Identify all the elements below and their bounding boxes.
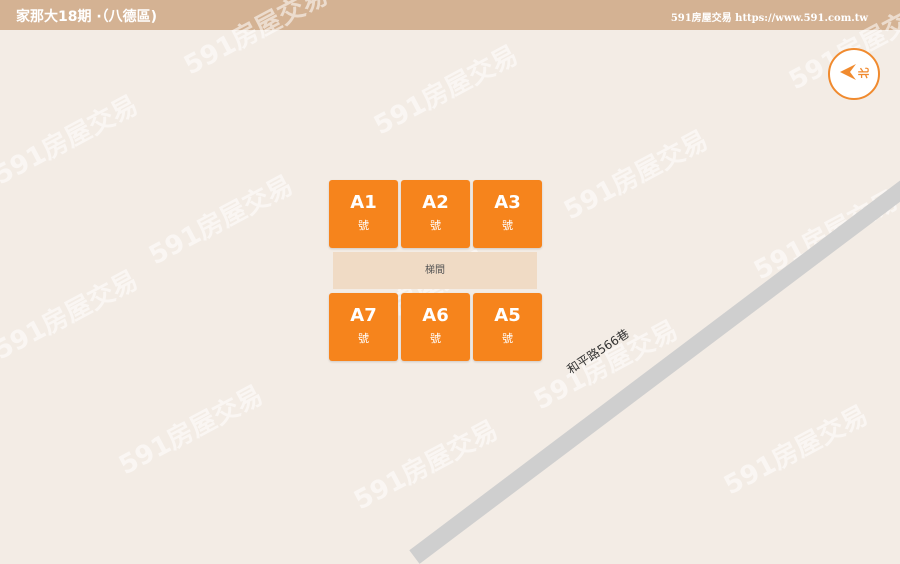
north-arrow-icon <box>840 64 856 80</box>
compass-label: 北 <box>857 67 871 79</box>
unit-a1[interactable]: A1 號 <box>329 180 398 248</box>
unit-suffix: 號 <box>358 219 369 232</box>
unit-a3[interactable]: A3 號 <box>473 180 542 248</box>
watermark-text: 591房屋交易 <box>114 380 268 482</box>
unit-code: A3 <box>494 192 521 213</box>
unit-a2[interactable]: A2 號 <box>401 180 470 248</box>
watermark-text: 591房屋交易 <box>719 400 873 502</box>
site-credit: 591房屋交易 https://www.591.com.tw <box>670 13 868 24</box>
unit-a6[interactable]: A6 號 <box>401 293 470 361</box>
compass[interactable]: 北 <box>828 48 880 100</box>
unit-code: A2 <box>422 192 449 213</box>
unit-code: A7 <box>350 305 377 326</box>
unit-suffix: 號 <box>502 219 513 232</box>
unit-suffix: 號 <box>430 219 441 232</box>
watermark-text: 591房屋交易 <box>369 40 523 142</box>
road-label: 和平路566巷 <box>564 326 632 377</box>
page-title: 家那大18期 ·（八德區) <box>16 9 158 25</box>
watermark-text: 591房屋交易 <box>144 170 298 272</box>
watermark-text: 591房屋交易 <box>0 265 143 367</box>
unit-suffix: 號 <box>502 332 513 345</box>
unit-suffix: 號 <box>358 332 369 345</box>
header-bar: 家那大18期 ·（八德區) 591房屋交易 https://www.591.co… <box>0 0 900 30</box>
unit-code: A1 <box>350 192 377 213</box>
unit-suffix: 號 <box>430 332 441 345</box>
unit-a5[interactable]: A5 號 <box>473 293 542 361</box>
watermark-text: 591房屋交易 <box>559 125 713 227</box>
unit-a7[interactable]: A7 號 <box>329 293 398 361</box>
unit-code: A6 <box>422 305 449 326</box>
watermark-text: 591房屋交易 <box>0 90 143 192</box>
stairwell: 梯間 <box>333 252 537 289</box>
unit-code: A5 <box>494 305 521 326</box>
